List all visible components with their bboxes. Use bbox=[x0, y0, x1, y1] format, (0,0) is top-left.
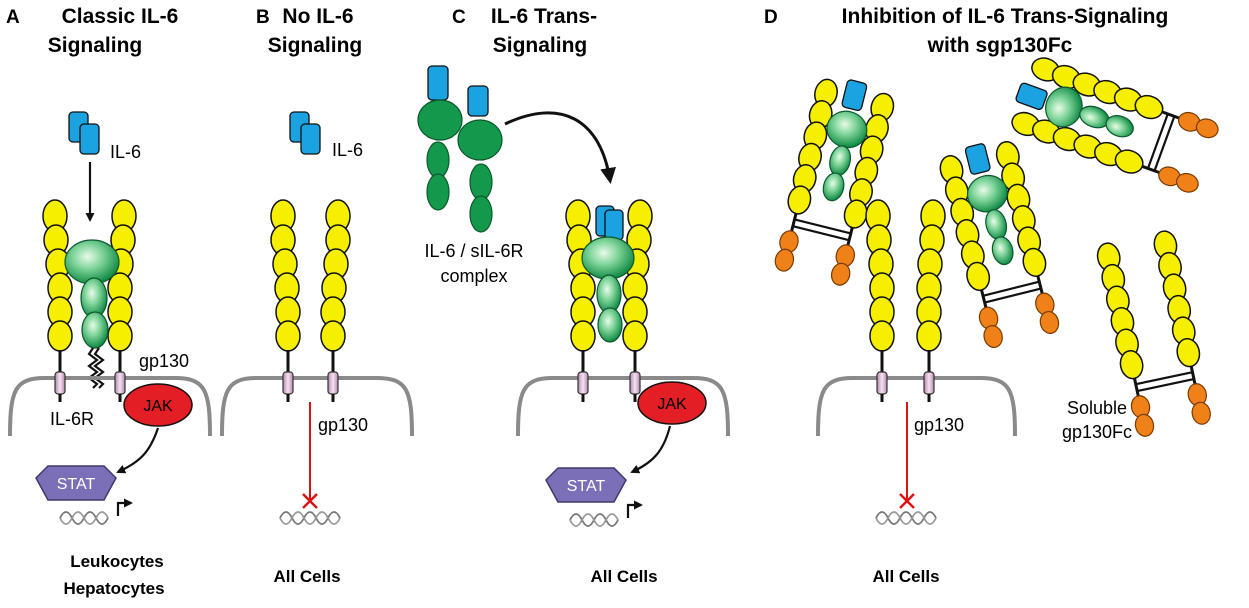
transmembrane-domain bbox=[923, 371, 935, 395]
gp130-label-b: gp130 bbox=[318, 415, 368, 435]
gp130-receptor-right bbox=[916, 199, 946, 372]
transmembrane-domain bbox=[114, 371, 126, 395]
stat-label-c: STAT bbox=[567, 478, 606, 495]
gp130-receptor-right bbox=[107, 199, 137, 372]
cell-membrane-b bbox=[220, 376, 414, 437]
cell-membrane-a bbox=[8, 376, 212, 437]
transmembrane-domain bbox=[54, 371, 66, 395]
il6r-receptor bbox=[64, 239, 120, 389]
gp130-label-d: gp130 bbox=[914, 415, 964, 435]
il6-sil6r-complex bbox=[417, 65, 503, 233]
cell-membrane-c bbox=[516, 376, 730, 437]
panel-b-title-line1: No IL-6 bbox=[282, 5, 353, 28]
trans-binding-arrow bbox=[504, 111, 616, 184]
panel-a-letter: A bbox=[6, 7, 20, 28]
stat-protein-c: STAT bbox=[545, 467, 627, 503]
panel-a-footer-line1: Leukocytes bbox=[70, 552, 164, 571]
soluble-label-line2: gp130Fc bbox=[1062, 422, 1132, 442]
il6-ligand bbox=[289, 111, 321, 155]
panel-d: D Inhibition of IL-6 Trans-Signaling wit… bbox=[764, 5, 1219, 586]
panel-b: B No IL-6 Signaling IL-6 bbox=[220, 5, 414, 586]
panel-c: C IL-6 Trans- Signaling IL-6 / sIL-6R co… bbox=[417, 5, 730, 586]
panel-d-title-line1: Inhibition of IL-6 Trans-Signaling bbox=[842, 5, 1169, 28]
gp130-receptor-left bbox=[270, 199, 301, 372]
jak-stat-arrow-a bbox=[116, 427, 160, 474]
sgp130fc-complex bbox=[939, 141, 1060, 349]
panel-b-letter: B bbox=[256, 7, 270, 28]
panel-c-title-line2: Signaling bbox=[493, 34, 588, 57]
gp130-receptor-right bbox=[622, 199, 653, 372]
panel-a: A Classic IL-6 Signaling IL-6 bbox=[6, 5, 212, 598]
jak-label-c: JAK bbox=[657, 396, 687, 413]
transcription-arrow-c bbox=[626, 500, 643, 518]
gp130-receptor-left bbox=[42, 199, 73, 372]
transmembrane-domain bbox=[577, 371, 589, 395]
complex-label-line2: complex bbox=[440, 266, 507, 286]
panel-c-title-line1: IL-6 Trans- bbox=[491, 5, 597, 28]
dna-helix-c bbox=[569, 513, 619, 527]
dna-helix-a bbox=[59, 511, 109, 525]
soluble-label-line1: Soluble bbox=[1067, 398, 1127, 418]
panel-d-footer: All Cells bbox=[872, 567, 939, 586]
gp130-receptor-left bbox=[865, 199, 895, 372]
gp130-receptor-right bbox=[320, 199, 351, 372]
jak-label-a: JAK bbox=[143, 398, 173, 415]
jak-kinase-a: JAK bbox=[123, 383, 193, 427]
block-x-icon bbox=[899, 493, 915, 509]
panel-a-title-line2: Signaling bbox=[48, 34, 143, 57]
panel-a-footer-line2: Hepatocytes bbox=[63, 579, 164, 598]
dna-helix-d bbox=[875, 511, 937, 525]
gp130-label-a: gp130 bbox=[139, 351, 189, 371]
complex-label-line1: IL-6 / sIL-6R bbox=[424, 241, 523, 261]
soluble-gp130fc bbox=[1096, 230, 1211, 437]
transcription-arrow-a bbox=[116, 498, 133, 516]
panel-c-footer: All Cells bbox=[590, 567, 657, 586]
il6-ligand bbox=[68, 111, 100, 155]
il6r-label: IL-6R bbox=[50, 409, 94, 429]
sgp130fc-complex bbox=[774, 78, 895, 286]
transmembrane-domain bbox=[876, 371, 888, 395]
transmembrane-domain bbox=[629, 371, 641, 395]
dna-helix-b bbox=[279, 511, 341, 525]
panel-a-title-line1: Classic IL-6 bbox=[62, 5, 179, 28]
panel-b-footer: All Cells bbox=[273, 567, 340, 586]
transmembrane-domain bbox=[327, 371, 339, 395]
gp130-receptor-left bbox=[565, 199, 596, 372]
panel-b-title-line2: Signaling bbox=[268, 34, 363, 57]
stat-protein-a: STAT bbox=[35, 465, 117, 501]
panel-d-letter: D bbox=[764, 7, 778, 28]
stat-label-a: STAT bbox=[57, 476, 96, 493]
sgp130fc-complex bbox=[1011, 57, 1219, 193]
jak-stat-arrow-c bbox=[630, 425, 672, 474]
il6-label: IL-6 bbox=[110, 142, 141, 162]
bound-il6-sil6r bbox=[581, 205, 635, 343]
il6-label-b: IL-6 bbox=[332, 140, 363, 160]
cell-membrane-d bbox=[816, 376, 1017, 437]
panel-c-letter: C bbox=[452, 7, 466, 28]
panel-d-title-line2: with sgp130Fc bbox=[927, 34, 1073, 57]
transmembrane-domain bbox=[282, 371, 294, 395]
jak-kinase-c: JAK bbox=[637, 381, 707, 425]
block-x-icon bbox=[302, 493, 318, 509]
